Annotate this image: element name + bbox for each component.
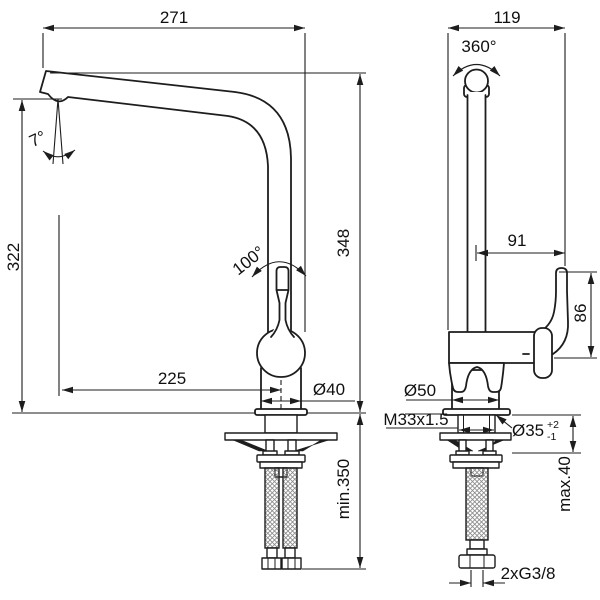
- dim-max-deck-thickness-label: max.40: [555, 456, 574, 512]
- dim-handle-swing-angle-label: 100°: [229, 242, 268, 279]
- dim-mounting-hole-tol-plus: +2: [547, 419, 559, 431]
- spout-outlet-front: [464, 68, 489, 94]
- hose-nut-right: [281, 557, 302, 570]
- dim-handle-height: 86: [554, 271, 597, 359]
- dim-overall-height-label: 348: [334, 229, 353, 257]
- dim-handle-reach-label: 91: [508, 231, 527, 250]
- mounting-shank-side: [264, 414, 298, 434]
- base-flange-front: [442, 408, 511, 416]
- dim-body-diameter: Ø50: [404, 381, 499, 404]
- dim-mounting-thread-label: M33x1.5: [383, 410, 448, 429]
- dim-mounting-hole-diameter: Ø35 +2 -1: [459, 414, 559, 443]
- dim-height-to-outlet-label: 322: [4, 243, 23, 271]
- mounting-bracket-front: [439, 432, 512, 441]
- dim-spout-swivel-angle: 360°: [452, 37, 501, 77]
- side-view: [12, 70, 366, 570]
- fixing-nut-ring-front: [452, 461, 500, 469]
- dim-base-diameter-label: Ø40: [313, 380, 345, 399]
- dim-body-diameter-label: Ø50: [404, 381, 436, 400]
- mixer-body-front: [448, 331, 539, 364]
- front-view: [405, 68, 569, 569]
- dim-body-depth: 119: [447, 8, 566, 330]
- bracket-stud-right: [287, 439, 297, 453]
- dim-spout-reach: 271: [42, 8, 306, 332]
- fixing-nut-ring-side: [259, 461, 303, 469]
- hose-nut-front: [458, 554, 496, 569]
- bracket-stud-left-front: [458, 439, 467, 453]
- riser-pipe-fill: [467, 92, 486, 333]
- bracket-brace-right: [293, 439, 330, 452]
- bracket-stud-left: [265, 439, 275, 453]
- body-base-junction: [448, 362, 505, 393]
- dim-spout-angle: 7°: [26, 98, 76, 165]
- dim-outlet-to-body-axis-label: 225: [158, 369, 186, 388]
- dim-hose-connections-label: 2xG3/8: [501, 564, 556, 583]
- dim-base-diameter: Ø40: [261, 380, 355, 405]
- dim-spout-swivel-angle-label: 360°: [461, 37, 496, 56]
- dim-hose-connections: 2xG3/8: [449, 564, 555, 587]
- dim-min-clearance-below: min.350: [302, 414, 366, 570]
- dim-overall-height: 348: [50, 72, 366, 412]
- dim-mounting-thread: M33x1.5: [383, 410, 458, 429]
- handle-lever-fill: [270, 268, 293, 336]
- dim-outlet-to-body-axis: 225: [58, 215, 282, 412]
- dim-mounting-hole-diameter-label: Ø35: [512, 421, 544, 440]
- hose-neck-front: [469, 539, 485, 550]
- dim-max-deck-thickness: max.40: [512, 414, 581, 512]
- dim-handle-reach: 91: [475, 231, 565, 261]
- supply-hose-right: [282, 467, 298, 549]
- hose-neck-right: [284, 547, 296, 559]
- dim-spout-reach-label: 271: [160, 8, 188, 27]
- supply-hose-front: [465, 467, 489, 541]
- dim-spout-angle-label: 7°: [26, 127, 49, 151]
- dim-handle-height-label: 86: [571, 304, 590, 323]
- base-flange-side: [254, 408, 308, 416]
- dim-mounting-hole-tol-minus: -1: [547, 431, 556, 443]
- fixing-nut-front: [449, 454, 503, 463]
- fixing-nut-side: [256, 454, 306, 463]
- bracket-brace-left: [232, 439, 269, 452]
- hose-collar-front: [466, 548, 488, 556]
- handle-pivot-cap: [533, 327, 553, 379]
- dim-body-depth-label: 119: [493, 8, 520, 27]
- dim-height-to-outlet: 322: [4, 98, 62, 412]
- bracket-stud-right-front: [485, 439, 494, 453]
- hose-neck-left: [266, 547, 278, 559]
- spout-side: [39, 70, 292, 337]
- dim-min-clearance-below-label: min.350: [334, 459, 353, 519]
- supply-hose-left: [264, 467, 280, 549]
- hose-nut-left: [261, 557, 282, 570]
- mixer-ball-body: [256, 328, 306, 378]
- mounting-bracket-side: [224, 432, 338, 441]
